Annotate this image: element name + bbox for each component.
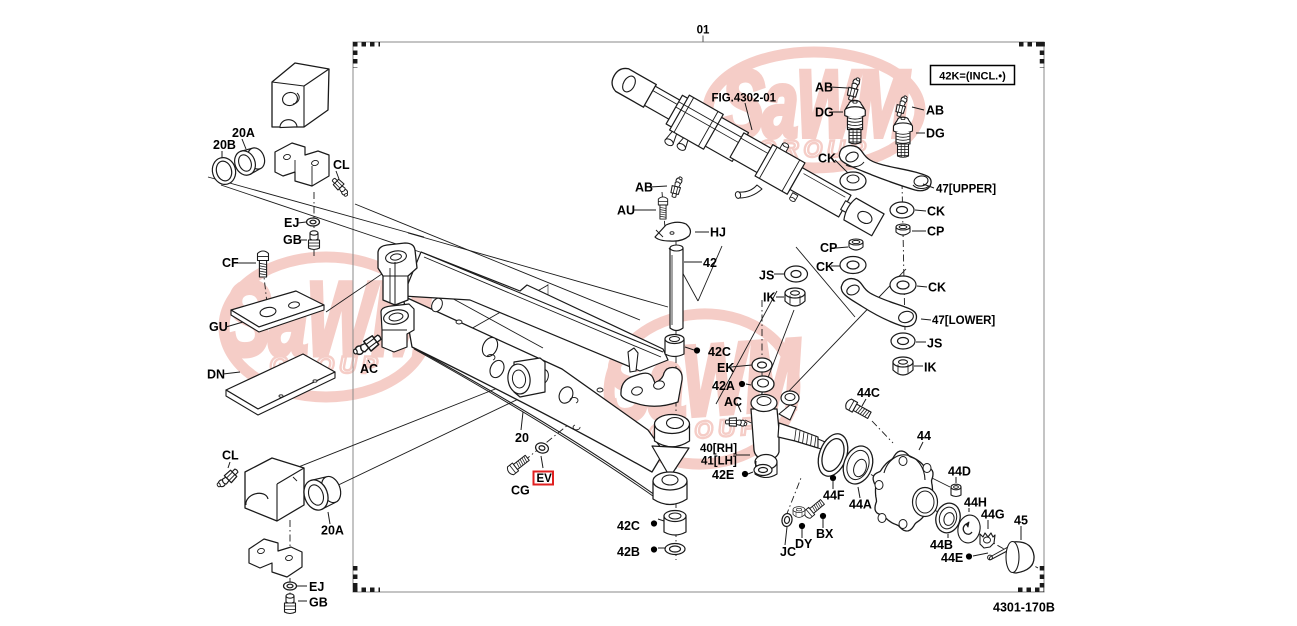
svg-text:42A: 42A (712, 379, 735, 393)
svg-text:44C: 44C (857, 386, 880, 400)
svg-text:44H: 44H (964, 496, 987, 510)
svg-text:AB: AB (635, 181, 653, 195)
svg-text:47[LOWER]: 47[LOWER] (932, 315, 995, 327)
svg-text:41[LH]: 41[LH] (701, 456, 737, 468)
svg-text:HJ: HJ (710, 226, 726, 240)
svg-text:CK: CK (818, 152, 836, 166)
svg-text:44A: 44A (849, 498, 872, 512)
svg-text:DG: DG (815, 106, 834, 120)
svg-text:20A: 20A (321, 524, 344, 538)
svg-text:42C: 42C (617, 519, 640, 533)
svg-text:AC: AC (724, 395, 742, 409)
svg-text:20A: 20A (232, 126, 255, 140)
svg-text:CP: CP (820, 241, 837, 255)
svg-text:42: 42 (703, 256, 717, 270)
svg-text:44G: 44G (981, 508, 1005, 522)
svg-text:20B: 20B (213, 138, 236, 152)
svg-text:GB: GB (283, 233, 302, 247)
svg-text:GB: GB (309, 596, 328, 610)
svg-text:CL: CL (222, 449, 239, 463)
svg-text:JS: JS (759, 269, 774, 283)
svg-text:42K=(INCL.•): 42K=(INCL.•) (939, 71, 1006, 83)
svg-text:FIG.4302-01: FIG.4302-01 (712, 93, 777, 105)
svg-text:AB: AB (926, 104, 944, 118)
svg-text:45: 45 (1014, 514, 1028, 528)
svg-text:CP: CP (927, 225, 944, 239)
svg-text:CK: CK (927, 205, 945, 219)
svg-text:42E: 42E (712, 468, 734, 482)
svg-text:44B: 44B (930, 538, 953, 552)
svg-text:20: 20 (515, 431, 529, 445)
svg-text:44: 44 (917, 429, 931, 443)
svg-text:IK: IK (924, 361, 937, 375)
svg-text:EK: EK (717, 361, 734, 375)
svg-text:44E: 44E (941, 551, 963, 565)
svg-text:DG: DG (926, 127, 945, 141)
svg-text:CG: CG (511, 484, 530, 498)
svg-text:AB: AB (815, 81, 833, 95)
svg-text:47[UPPER]: 47[UPPER] (936, 184, 996, 196)
svg-text:EJ: EJ (309, 580, 324, 594)
svg-text:44F: 44F (823, 489, 845, 503)
svg-text:01: 01 (697, 25, 710, 37)
svg-text:DY: DY (795, 537, 813, 551)
svg-text:CF: CF (222, 256, 239, 270)
svg-text:4301-170B: 4301-170B (993, 601, 1055, 615)
svg-text:GU: GU (209, 320, 228, 334)
svg-text:JC: JC (780, 545, 796, 559)
svg-text:AU: AU (617, 204, 635, 218)
svg-text:40[RH]: 40[RH] (700, 443, 737, 455)
svg-text:CK: CK (928, 281, 946, 295)
svg-text:JS: JS (927, 337, 942, 351)
svg-text:EJ: EJ (284, 216, 299, 230)
svg-text:DN: DN (207, 368, 225, 382)
svg-text:AC: AC (360, 362, 378, 376)
svg-text:42B: 42B (617, 545, 640, 559)
svg-text:CK: CK (816, 260, 834, 274)
svg-text:EV: EV (537, 473, 553, 485)
svg-text:IK: IK (763, 291, 776, 305)
svg-text:44D: 44D (948, 465, 971, 479)
svg-text:BX: BX (816, 527, 834, 541)
svg-text:CL: CL (333, 158, 350, 172)
svg-text:42C: 42C (708, 345, 731, 359)
